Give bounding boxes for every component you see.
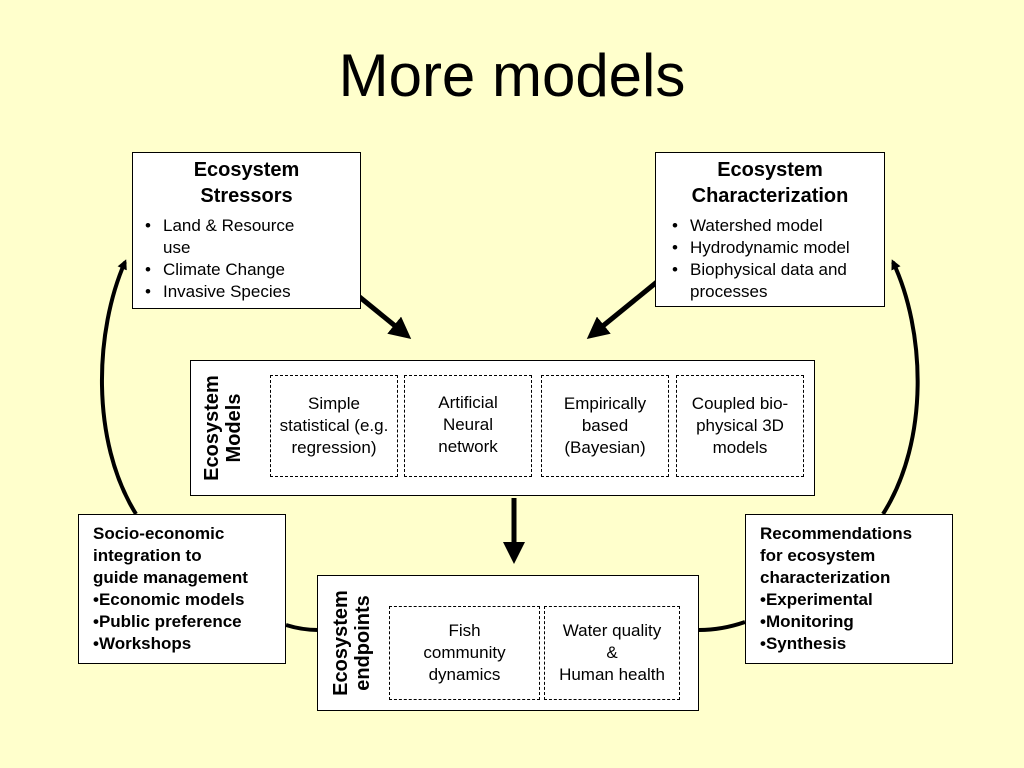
curve-recommendations-to-characterization [881, 259, 920, 516]
connector-endpoints-recommendations [698, 620, 746, 632]
recommendations-line: •Experimental [760, 590, 873, 609]
endpoints-label: Ecosystem endpoints [330, 590, 374, 696]
characterization-item: Watershed model [672, 215, 884, 237]
recommendations-line: •Monitoring [760, 612, 854, 631]
stressor-item: Climate Change [145, 259, 360, 281]
characterization-item: Hydrodynamic model [672, 237, 884, 259]
slide-title: More models [338, 42, 686, 109]
socio-economic-box: Socio-economic integration to guide mana… [78, 514, 286, 664]
recommendations-line: Recommendations [760, 524, 913, 543]
recommendations-line: characterization [760, 568, 891, 587]
socio-line: Socio-economic [93, 524, 225, 543]
characterization-box: Ecosystem Characterization Watershed mod… [655, 152, 885, 307]
endpoint-water-quality: Water quality&Human health [544, 606, 680, 700]
characterization-list: Watershed model Hydrodynamic model Bioph… [656, 215, 884, 303]
socio-line: •Public preference [93, 612, 242, 631]
recommendations-line: for ecosystem [760, 546, 876, 565]
socio-line: •Workshops [93, 634, 192, 653]
arrow-characterization-to-models [586, 275, 665, 340]
recommendations-box: Recommendations for ecosystem characteri… [745, 514, 953, 664]
recommendations-line: •Synthesis [760, 634, 847, 653]
curve-socio-to-stressors [99, 259, 138, 516]
models-box [190, 360, 815, 496]
socio-line: integration to [93, 546, 202, 565]
endpoints-box [317, 575, 699, 711]
stressors-title: Ecosystem Stressors [193, 159, 300, 207]
stressor-item: Invasive Species [145, 281, 360, 303]
models-label: Ecosystem Models [201, 375, 245, 481]
socio-line: •Economic models [93, 590, 245, 609]
connector-socio-endpoints [285, 623, 319, 632]
characterization-title: Ecosystem Characterization [691, 159, 849, 207]
socio-line: guide management [93, 568, 248, 587]
